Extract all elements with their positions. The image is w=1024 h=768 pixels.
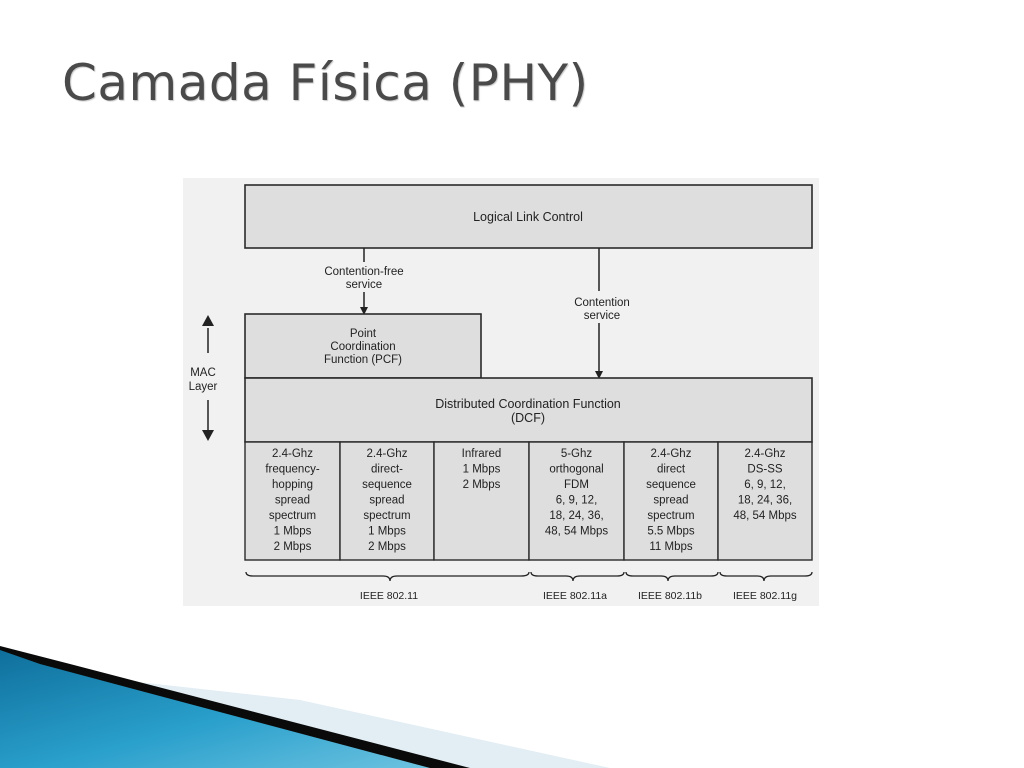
- phy-cell-2-line: direct-: [371, 464, 403, 476]
- brace-ieee-80211a: [530, 571, 625, 582]
- phy-cell-5-line: 11 Mbps: [649, 541, 693, 553]
- pcf-label-3: Function (PCF): [324, 354, 402, 366]
- ieee-80211-protocol-diagram: Logical Link Control Contention-free ser…: [183, 178, 819, 606]
- pcf-label-1: Point: [350, 328, 377, 340]
- brace-ieee-80211b: [625, 571, 719, 582]
- phy-cell-4-line: 5-Ghz: [561, 448, 593, 460]
- llc-box: [244, 184, 813, 249]
- phy-cell-5-line: spectrum: [647, 510, 694, 522]
- mac-arrow-down-head: [202, 430, 214, 441]
- phy-cell-5-line: spread: [653, 495, 688, 507]
- phy-cell-5-line: 5.5 Mbps: [647, 526, 695, 538]
- phy-cell-1-line: 2 Mbps: [274, 541, 312, 553]
- phy-cell-3-line: Infrared: [462, 448, 502, 460]
- llc-label: Logical Link Control: [473, 210, 583, 224]
- contention-label-1: Contention: [574, 297, 630, 309]
- phy-cell-1-line: spectrum: [269, 510, 316, 522]
- phy-cell-5-line: direct: [657, 464, 686, 476]
- phy-cell-2-line: 1 Mbps: [368, 526, 406, 538]
- phy-cell-6-line: 18, 24, 36,: [738, 495, 792, 507]
- phy-cell-4-line: 18, 24, 36,: [549, 510, 603, 522]
- phy-cell-2: [339, 441, 435, 561]
- contention-free-label-1: Contention-free: [324, 266, 403, 278]
- phy-cell-3-line: 2 Mbps: [463, 479, 501, 491]
- phy-cell-1-line: 1 Mbps: [274, 526, 312, 538]
- phy-cell-2-line: spectrum: [363, 510, 410, 522]
- phy-cells-row: 2.4-Ghz frequency-hopping spread spectrum 1 …: [244, 441, 813, 561]
- pcf-box: [244, 313, 482, 379]
- mac-arrow-up-head: [202, 315, 214, 326]
- phy-cell-5-line: 2.4-Ghz: [651, 448, 692, 460]
- brace-ieee-80211: [245, 571, 530, 582]
- brace-ieee-80211g: [719, 571, 813, 582]
- phy-cell-1-line: 2.4-Ghz: [272, 448, 313, 460]
- phy-cell-4-line: 48, 54 Mbps: [545, 526, 609, 538]
- phy-cell-6-line: 6, 9, 12,: [744, 479, 786, 491]
- dcf-label-2: (DCF): [511, 411, 545, 425]
- phy-cell-5-line: sequence: [646, 479, 696, 491]
- standard-label-80211a: IEEE 802.11a: [543, 590, 607, 602]
- dcf-label-1: Distributed Coordination Function: [435, 397, 621, 411]
- phy-cell-3-line: 1 Mbps: [463, 464, 501, 476]
- phy-cell-6-line: 2.4-Ghz: [745, 448, 786, 460]
- dcf-box: [244, 377, 813, 443]
- phy-cell-6-line: DS-SS: [747, 464, 782, 476]
- pcf-label-2: Coordination: [330, 341, 395, 353]
- phy-cell-1-line: hopping: [272, 479, 313, 491]
- phy-cell-4-line: 6, 9, 12,: [556, 495, 598, 507]
- contention-label-2: service: [584, 310, 620, 322]
- phy-cell-1-line: spread: [275, 495, 310, 507]
- phy-cell-1-line: frequency-: [265, 464, 320, 476]
- standard-label-80211: IEEE 802.11: [360, 590, 418, 602]
- phy-cell-2-line: sequence: [362, 479, 412, 491]
- phy-cell-3: [433, 441, 530, 561]
- standard-label-80211g: IEEE 802.11g: [733, 590, 797, 602]
- standard-label-80211b: IEEE 802.11b: [638, 590, 702, 602]
- phy-cell-5: [623, 441, 719, 561]
- mac-layer-label-1: MAC: [190, 367, 216, 379]
- diagram-canvas: Logical Link Control Contention-free ser…: [189, 184, 813, 602]
- phy-cell-4-line: orthogonal: [549, 464, 603, 476]
- contention-free-label-2: service: [346, 279, 382, 291]
- slide-title: Camada Física (PHY): [62, 54, 589, 112]
- phy-cell-4-line: FDM: [564, 479, 589, 491]
- phy-cell-6: [717, 441, 813, 561]
- phy-cell-2-line: spread: [369, 495, 404, 507]
- phy-cell-2-line: 2 Mbps: [368, 541, 406, 553]
- swoosh-blue-layer: [0, 650, 430, 768]
- mac-layer-label-2: Layer: [189, 381, 218, 393]
- phy-cell-6-line: 48, 54 Mbps: [733, 510, 797, 522]
- phy-cell-2-line: 2.4-Ghz: [367, 448, 408, 460]
